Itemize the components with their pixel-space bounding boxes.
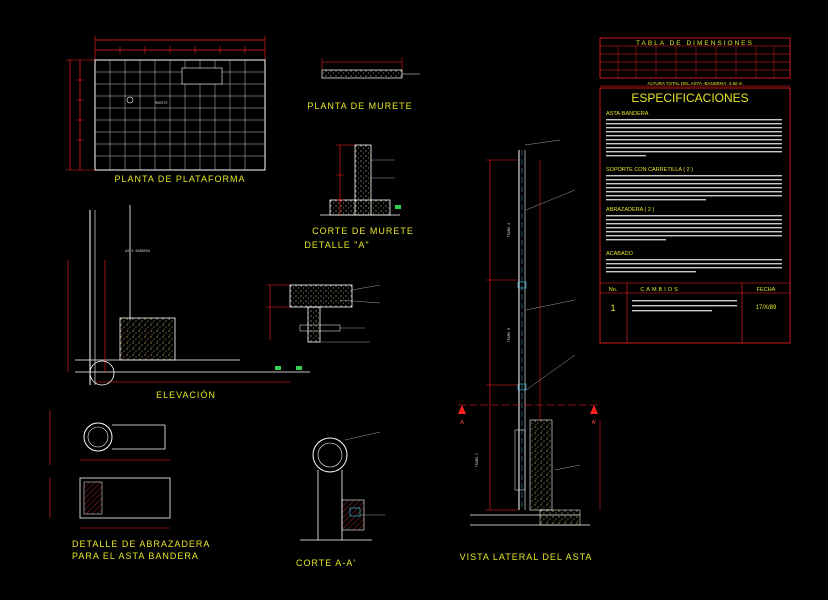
elevacion: ASTA BANDERA ELEVACIÓN	[67, 205, 310, 400]
cambios-col-cambios: CAMBIOS	[640, 287, 679, 293]
cambios-col-no: No.	[609, 287, 618, 293]
detalle-abrazadera: DETALLE DE ABRAZADERA PARA EL ASTA BANDE…	[49, 410, 210, 561]
spec-abrazadera-title: ABRAZADERA ( 2 )	[606, 207, 654, 213]
corte-aa: CORTE A-A'	[296, 431, 385, 568]
tramo-b-label: TRAMO B	[507, 328, 511, 343]
title-corte-murete: CORTE DE MURETE	[312, 226, 414, 236]
title-planta-murete: PLANTA DE MURETE	[307, 101, 412, 111]
cambios-row-fecha: 17/X/89	[756, 305, 777, 311]
title-detalle-abrazadera-1: DETALLE DE ABRAZADERA	[72, 539, 210, 549]
especificaciones: ESPECIFICACIONES ASTA-BANDERA SOPORTE CO…	[599, 87, 791, 344]
section-a-right: A'	[592, 420, 597, 426]
title-planta-plataforma: PLANTA DE PLATAFORMA	[114, 174, 245, 184]
tabla-dimensiones-title: TABLA DE DIMENSIONES	[636, 40, 754, 47]
detalle-a: DETALLE "A"	[266, 240, 381, 343]
title-corte-aa: CORTE A-A'	[296, 558, 356, 568]
tramo-c-label: TRAMO C	[475, 453, 479, 468]
vista-lateral: TRAMO A TRAMO B TRAMO C A A' VISTA LATER…	[458, 139, 601, 562]
spec-acabado-title: ACABADO	[606, 251, 634, 257]
especificaciones-heading: ESPECIFICACIONES	[631, 91, 748, 105]
cambios-row-no: 1	[610, 303, 615, 313]
cambios-col-fecha: FECHA	[757, 287, 776, 293]
section-a-left: A	[460, 420, 464, 426]
title-elevacion: ELEVACIÓN	[156, 390, 216, 400]
tabla-dimensiones: TABLA DE DIMENSIONES ALTURA TOTAL DEL AS…	[599, 37, 791, 87]
title-vista-lateral: VISTA LATERAL DEL ASTA	[460, 552, 593, 562]
title-detalle-a: DETALLE "A"	[304, 240, 369, 250]
murete-label: MURETE	[155, 101, 168, 105]
planta-murete: PLANTA DE MURETE	[307, 58, 420, 111]
title-detalle-abrazadera-2: PARA EL ASTA BANDERA	[72, 551, 199, 561]
altura-total-label: ALTURA TOTAL DEL ASTA -BANDERA: 4.50 m	[647, 81, 742, 86]
tramo-a-label: TRAMO A	[507, 222, 511, 238]
asta-bandera-label: ASTA BANDERA	[125, 249, 151, 253]
spec-soporte-title: SOPORTE CON CARRETILLA ( 2 )	[606, 167, 693, 173]
spec-asta-bandera-title: ASTA-BANDERA	[606, 111, 649, 117]
corte-murete: CORTE DE MURETE	[312, 144, 414, 236]
planta-plataforma: MURETE PLANTA DE PLATAFORMA	[66, 36, 266, 184]
